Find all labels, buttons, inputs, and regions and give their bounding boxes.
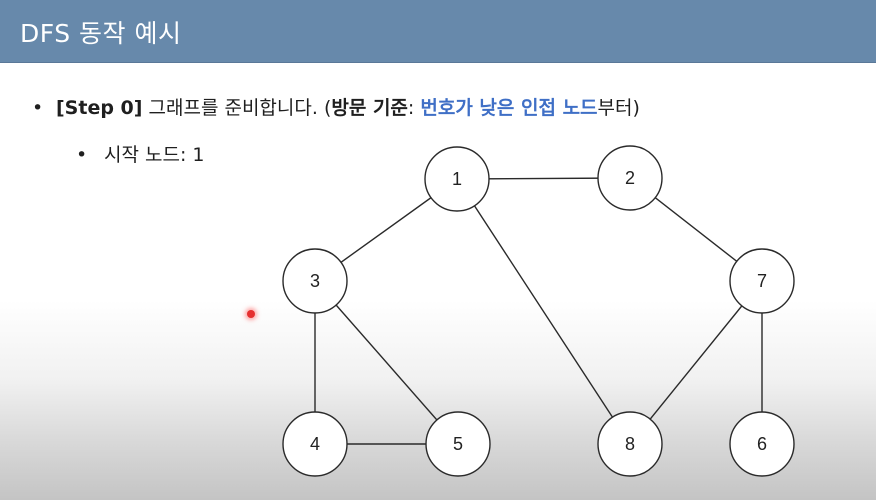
slide-title: DFS 동작 예시 xyxy=(20,19,182,48)
graph-node-label: 3 xyxy=(310,271,320,291)
step-text: 그래프를 준비합니다. ( xyxy=(142,97,332,119)
step-bullet: • [Step 0] 그래프를 준비합니다. (방문 기준: 번호가 낮은 인접 … xyxy=(32,93,640,120)
start-node-text: 시작 노드: 1 xyxy=(104,144,205,166)
bullet-marker: • xyxy=(32,97,44,119)
graph-node-label: 8 xyxy=(625,434,635,454)
graph-node-label: 1 xyxy=(452,169,462,189)
graph-node-label: 4 xyxy=(310,434,320,454)
graph-node-circle xyxy=(282,248,348,314)
graph-node-7: 7 xyxy=(729,248,795,314)
start-node-bullet: • 시작 노드: 1 xyxy=(76,140,205,167)
graph-node-circle xyxy=(597,411,663,477)
step-prefix: [Step 0] xyxy=(56,97,143,119)
criteria-suffix: 부터) xyxy=(597,97,640,119)
graph-node-3: 3 xyxy=(282,248,348,314)
graph-node-label: 7 xyxy=(757,271,767,291)
graph-node-circle xyxy=(729,411,795,477)
graph-node-circle xyxy=(282,411,348,477)
graph-node-circle xyxy=(597,145,663,211)
graph-node-8: 8 xyxy=(597,411,663,477)
graph-node-6: 6 xyxy=(729,411,795,477)
graph-node-label: 2 xyxy=(625,168,635,188)
graph-edge-3-5 xyxy=(314,280,459,445)
graph-node-label: 5 xyxy=(453,434,463,454)
graph-node-4: 4 xyxy=(282,411,348,477)
graph-node-5: 5 xyxy=(425,411,491,477)
criteria-value: 번호가 낮은 인접 노드 xyxy=(420,97,598,119)
graph-node-circle xyxy=(425,411,491,477)
graph-edge-1-8 xyxy=(456,178,631,445)
graph-node-2: 2 xyxy=(597,145,663,211)
graph-node-circle xyxy=(729,248,795,314)
graph-edges xyxy=(314,177,763,445)
slide-title-bar: DFS 동작 예시 xyxy=(0,0,876,63)
graph-node-1: 1 xyxy=(424,146,490,212)
criteria-colon: : xyxy=(407,97,421,119)
graph-nodes: 1 2 3 4 5 6 7 8 xyxy=(282,145,795,477)
graph-node-label: 6 xyxy=(757,434,767,454)
graph-edge-7-8 xyxy=(629,280,763,445)
graph-node-circle xyxy=(424,146,490,212)
laser-pointer xyxy=(247,310,255,318)
criteria-label: 방문 기준 xyxy=(331,97,408,119)
bullet-marker: • xyxy=(76,144,88,166)
